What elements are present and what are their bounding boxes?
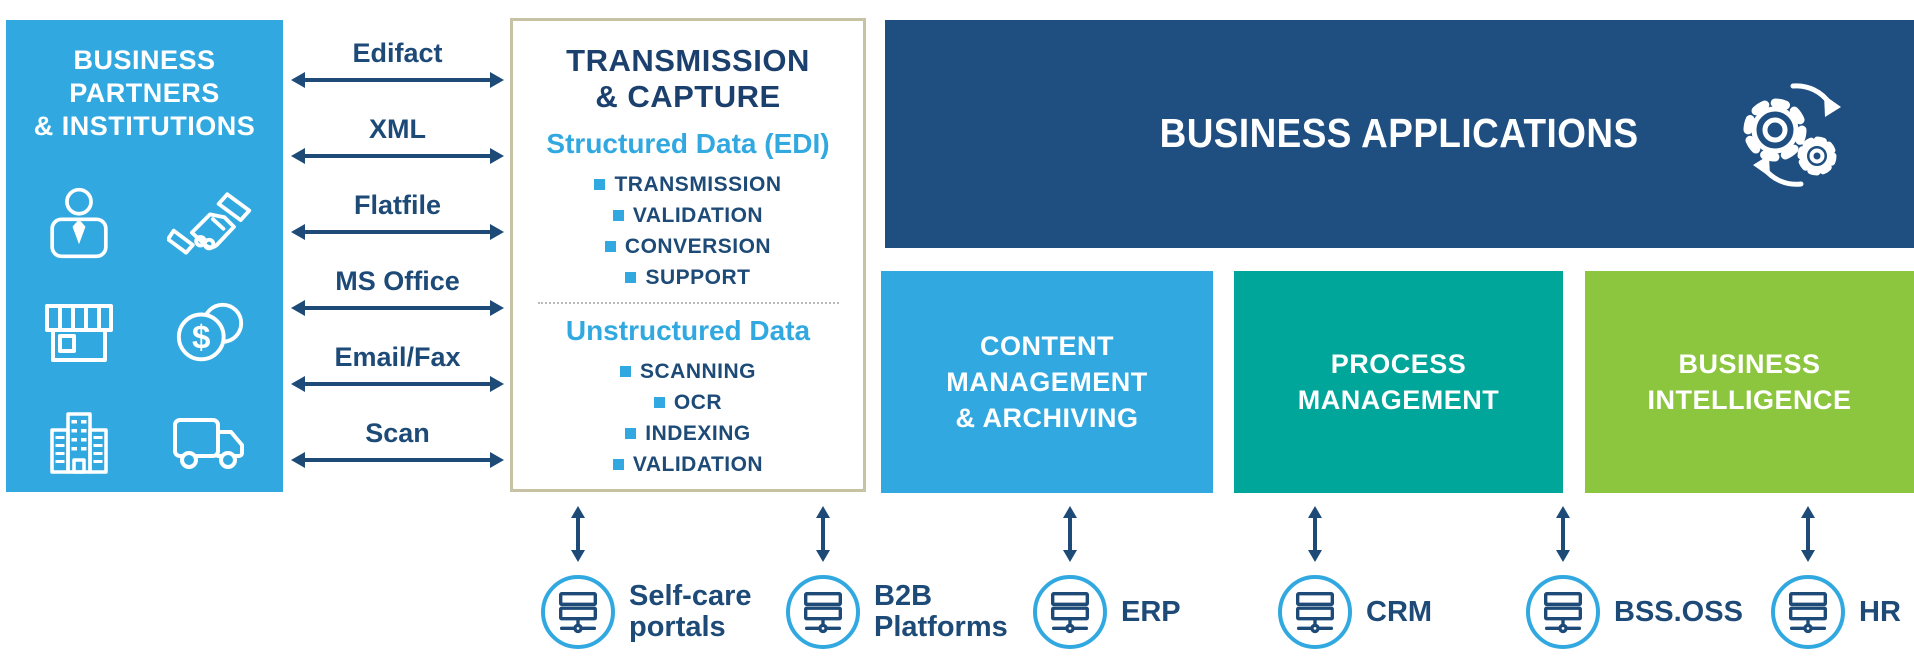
server-icon <box>541 575 615 649</box>
endpoint-label: BSS.OSS <box>1614 595 1743 628</box>
channel-label: MS Office <box>335 266 460 296</box>
process-management-box: PROCESS MANAGEMENT <box>1234 271 1563 493</box>
list-item: SUPPORT <box>513 262 863 293</box>
unstructured-data-list: SCANNING OCR INDEXING VALIDATION <box>513 356 863 480</box>
square-bullet-icon <box>612 210 624 221</box>
server-icon <box>1771 575 1845 649</box>
channel-email-fax: Email/Fax <box>291 339 504 393</box>
svg-text:$: $ <box>192 320 210 357</box>
storefront-icon <box>33 293 125 373</box>
channel-label: Scan <box>365 418 430 448</box>
double-arrow-horizontal-icon <box>291 299 504 317</box>
list-item: VALIDATION <box>513 200 863 231</box>
square-bullet-icon <box>619 366 631 377</box>
endpoint-label: ERP <box>1121 595 1181 628</box>
business-intelligence-box: BUSINESS INTELLIGENCE <box>1585 271 1914 493</box>
title-line: & CAPTURE <box>595 79 781 114</box>
server-icon <box>1278 575 1352 649</box>
gears-sync-icon <box>1743 83 1841 187</box>
double-arrow-vertical-icon <box>1555 506 1571 562</box>
business-applications-box: BUSINESS APPLICATIONS <box>885 20 1914 248</box>
double-arrow-horizontal-icon <box>291 451 504 469</box>
endpoint-label: HR <box>1859 595 1901 628</box>
channel-scan: Scan <box>291 415 504 469</box>
channel-label: Email/Fax <box>334 342 461 372</box>
title-line: BUSINESS <box>73 45 216 75</box>
endpoint-bss-oss: BSS.OSS <box>1526 506 1796 666</box>
list-item: OCR <box>513 387 863 418</box>
title-line: & INSTITUTIONS <box>33 111 256 141</box>
content-management-archiving-box: CONTENT MANAGEMENT & ARCHIVING <box>881 271 1213 493</box>
square-bullet-icon <box>653 397 665 408</box>
channel-ms-office: MS Office <box>291 263 504 317</box>
channel-edifact: Edifact <box>291 35 504 89</box>
unstructured-data-heading: Unstructured Data <box>565 315 811 346</box>
app-box-label: CONTENT MANAGEMENT & ARCHIVING <box>946 331 1148 433</box>
server-icon <box>1033 575 1107 649</box>
list-item: INDEXING <box>513 418 863 449</box>
office-building-icon <box>33 403 125 483</box>
double-arrow-vertical-icon <box>1307 506 1323 562</box>
dollar-coins-icon: $ <box>165 293 257 373</box>
app-box-label: PROCESS MANAGEMENT <box>1297 349 1500 415</box>
endpoint-erp: ERP <box>1033 506 1303 666</box>
endpoint-crm: CRM <box>1278 506 1548 666</box>
list-item: TRANSMISSION <box>513 169 863 200</box>
app-box-label: BUSINESS INTELLIGENCE <box>1647 349 1852 415</box>
double-arrow-vertical-icon <box>1800 506 1816 562</box>
double-arrow-vertical-icon <box>815 506 831 562</box>
square-bullet-icon <box>612 459 624 470</box>
double-arrow-horizontal-icon <box>291 223 504 241</box>
square-bullet-icon <box>625 272 637 283</box>
truck-icon <box>165 403 257 483</box>
server-icon <box>786 575 860 649</box>
list-item: CONVERSION <box>513 231 863 262</box>
double-arrow-vertical-icon <box>1062 506 1078 562</box>
handshake-icon <box>165 183 257 263</box>
square-bullet-icon <box>625 428 637 439</box>
endpoint-hr: HR <box>1771 506 1914 666</box>
list-item: SCANNING <box>513 356 863 387</box>
channel-flatfile: Flatfile <box>291 187 504 241</box>
square-bullet-icon <box>594 179 606 190</box>
square-bullet-icon <box>604 241 616 252</box>
channel-label: Edifact <box>352 38 443 68</box>
endpoint-label: CRM <box>1366 595 1433 628</box>
partners-icon-grid: $ <box>6 183 283 483</box>
channel-label: Flatfile <box>353 190 441 220</box>
title-line: PARTNERS <box>69 78 220 108</box>
double-arrow-vertical-icon <box>570 506 586 562</box>
structured-data-heading: Structured Data (EDI) <box>546 128 830 159</box>
channel-label: XML <box>369 114 426 144</box>
server-icon <box>1526 575 1600 649</box>
businessman-icon <box>33 183 125 263</box>
business-applications-title: BUSINESS APPLICATIONS <box>1160 110 1639 156</box>
business-partners-title: BUSINESS PARTNERS & INSTITUTIONS <box>6 44 283 143</box>
double-arrow-horizontal-icon <box>291 147 504 165</box>
dotted-divider <box>537 302 839 304</box>
list-item: VALIDATION <box>513 449 863 480</box>
channel-xml: XML <box>291 111 504 165</box>
double-arrow-horizontal-icon <box>291 71 504 89</box>
transmission-capture-title: TRANSMISSION & CAPTURE <box>513 43 863 115</box>
structured-data-list: TRANSMISSION VALIDATION CONVERSION SUPPO… <box>513 169 863 293</box>
title-line: TRANSMISSION <box>566 43 810 78</box>
transmission-capture-box: TRANSMISSION & CAPTURE Structured Data (… <box>510 18 866 492</box>
double-arrow-horizontal-icon <box>291 375 504 393</box>
business-partners-panel: BUSINESS PARTNERS & INSTITUTIONS <box>6 20 283 492</box>
